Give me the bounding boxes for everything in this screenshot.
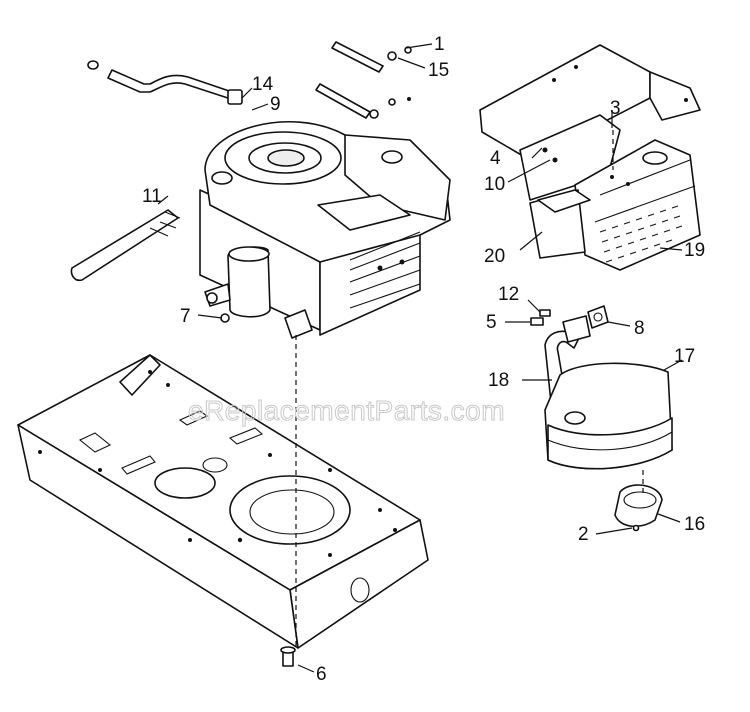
dipstick-tube <box>87 60 243 105</box>
air-deflector <box>70 209 181 282</box>
throttle-cable <box>315 41 412 119</box>
alignment-lines <box>295 130 644 648</box>
callout-17: 17 <box>674 346 695 367</box>
callout-6: 6 <box>316 664 327 685</box>
exhaust-bolts <box>530 309 551 326</box>
watermark-text: eReplacementParts.com <box>188 395 505 426</box>
callout-3: 3 <box>610 98 621 119</box>
callout-4: 4 <box>490 148 501 169</box>
mount-bolt-7 <box>220 313 230 323</box>
callout-19: 19 <box>684 240 705 261</box>
callout-14: 14 <box>252 74 274 95</box>
callout-11: 11 <box>142 186 162 207</box>
callout-18: 18 <box>488 370 509 391</box>
callout-2: 2 <box>578 524 589 545</box>
callout-12: 12 <box>498 284 519 305</box>
chassis-frame <box>17 354 429 649</box>
leader-lines <box>157 43 683 673</box>
callout-16: 16 <box>684 514 705 535</box>
exhaust-gasket <box>587 305 609 329</box>
mount-bolt-6 <box>280 646 296 667</box>
callout-15: 15 <box>428 60 449 81</box>
callout-5: 5 <box>486 312 497 333</box>
callout-10: 10 <box>484 174 505 195</box>
callout-7: 7 <box>180 306 191 327</box>
callout-9: 9 <box>270 94 281 115</box>
callout-labels: 1 15 14 9 11 7 3 4 10 20 19 12 5 8 18 17… <box>142 34 705 685</box>
engine <box>199 121 451 339</box>
callout-8: 8 <box>634 318 645 339</box>
callout-1: 1 <box>434 34 445 55</box>
muffler <box>544 362 673 470</box>
callout-20: 20 <box>484 246 505 267</box>
muffler-deflector <box>614 484 663 532</box>
muffler-guard <box>529 139 701 271</box>
